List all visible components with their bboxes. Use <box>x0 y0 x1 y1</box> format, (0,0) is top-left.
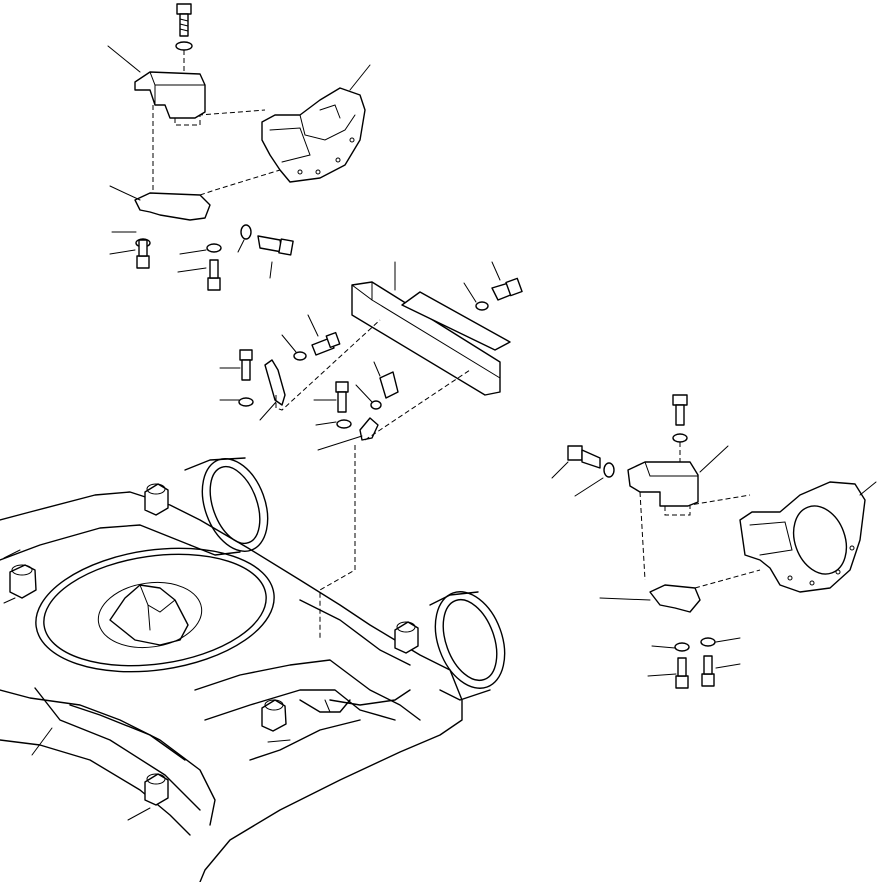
bolt <box>701 655 715 687</box>
washer <box>336 419 352 429</box>
bolt <box>136 239 150 269</box>
center-plate-assembly <box>219 261 523 640</box>
right-cover-assembly <box>551 394 877 689</box>
washer <box>700 637 716 647</box>
bolt-angled <box>379 371 399 399</box>
mount-boss-top <box>144 483 169 516</box>
washer <box>238 397 254 407</box>
washer <box>672 433 688 443</box>
washer <box>240 224 252 240</box>
mount-boss-center <box>261 699 287 732</box>
track-frame <box>0 457 506 882</box>
mount-boss-right <box>394 621 419 654</box>
mount-boss-left <box>9 564 37 599</box>
bolt <box>675 657 689 689</box>
clamp-center <box>359 417 379 441</box>
washer <box>674 642 690 652</box>
washer <box>475 301 489 311</box>
washer <box>603 462 615 478</box>
bolt-horizontal <box>567 445 601 469</box>
bolt-top-right <box>672 394 688 426</box>
washer <box>293 351 307 361</box>
bolt <box>239 349 253 381</box>
washer <box>370 400 382 410</box>
bolt-angled <box>311 331 341 356</box>
bolt-horizontal <box>257 235 294 256</box>
washer <box>206 243 222 253</box>
top-left-cover-assembly <box>107 3 371 291</box>
clamp-left <box>264 359 286 406</box>
mount-boss-bottom <box>144 773 169 806</box>
bolt-top-left <box>176 3 192 37</box>
bolt-angled <box>491 277 523 301</box>
bolt <box>335 381 349 413</box>
washer <box>175 41 193 51</box>
bolt <box>207 259 221 291</box>
frame-leader-lines <box>3 549 291 821</box>
